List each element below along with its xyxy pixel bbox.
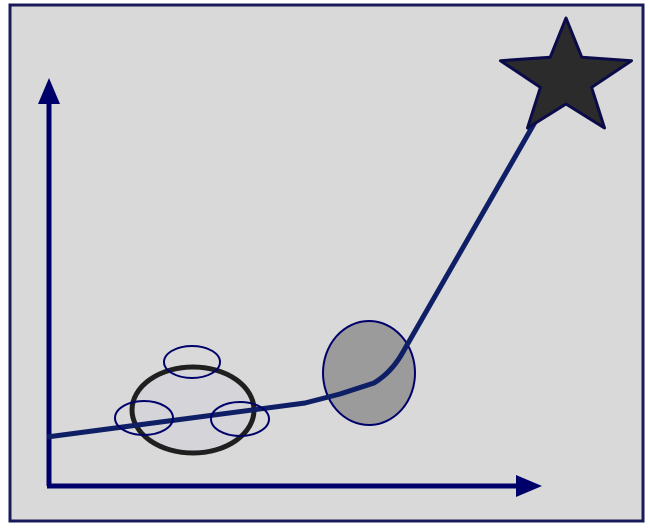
growth-curve <box>46 101 549 440</box>
knee-highlight-ellipse <box>322 320 416 426</box>
arrow-up-icon <box>38 78 60 104</box>
small-ellipse-left <box>114 400 174 436</box>
arrow-right-icon <box>516 475 542 497</box>
diagram-panel <box>8 3 645 523</box>
small-ellipse-top <box>163 345 221 379</box>
small-ellipse-right <box>210 401 270 437</box>
star-icon <box>499 16 633 130</box>
